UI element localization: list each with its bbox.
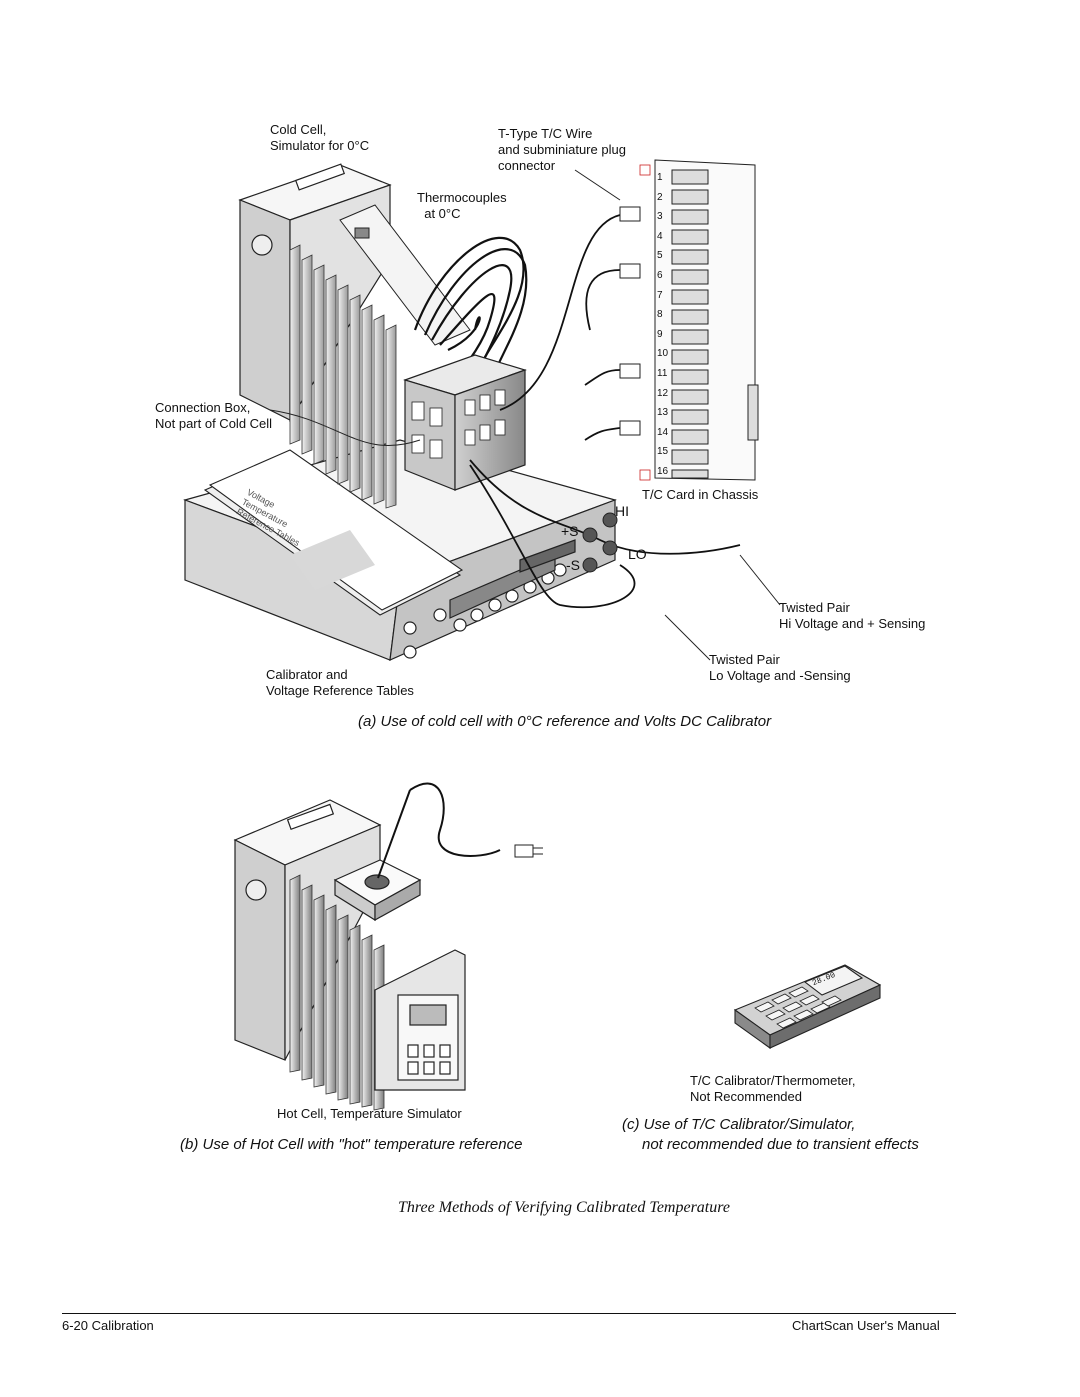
calibrator-display: 28.00: [811, 970, 837, 989]
channel-number: 12: [657, 387, 669, 399]
tc-wire-label: T-Type T/C Wire and subminiature plug co…: [498, 126, 626, 173]
channel-number: 16: [657, 465, 669, 477]
hot-cell-fins: [289, 874, 385, 1111]
figure-title: Three Methods of Verifying Calibrated Te…: [398, 1199, 730, 1216]
footer-right: ChartScan User's Manual: [792, 1318, 940, 1333]
hot-cell-probe: [377, 782, 501, 879]
hot-cell: [233, 799, 382, 1061]
tc-calibrator-label: T/C Calibrator/Thermometer, Not Recommen…: [690, 1073, 856, 1104]
twisted-pair-lo-label: Twisted Pair Lo Voltage and -Sensing: [709, 652, 851, 683]
cold-cell-fins: [289, 244, 397, 509]
channel-number: 11: [657, 367, 668, 379]
figure-c-caption-line1: (c) Use of T/C Calibrator/Simulator,: [622, 1116, 856, 1133]
channel-number: 1: [657, 172, 663, 183]
channel-number: 15: [657, 446, 669, 458]
channel-number: 2: [657, 191, 663, 203]
reference-tables-book: [203, 449, 464, 616]
figure-b-caption: (b) Use of Hot Cell with "hot" temperatu…: [180, 1136, 523, 1153]
calibrator-label: Calibrator and Voltage Reference Tables: [266, 667, 414, 698]
footer-rule: [62, 1313, 956, 1314]
tc-card-label: T/C Card in Chassis: [642, 487, 759, 502]
card-wires: [469, 214, 741, 609]
channel-number: 14: [657, 426, 669, 438]
leader-lines: [269, 169, 781, 661]
card-connectors: [619, 206, 641, 436]
thermocouples-label: Thermocouples at 0°C: [417, 190, 507, 221]
channel-number: 5: [657, 250, 663, 262]
hot-cell-label: Hot Cell, Temperature Simulator: [277, 1106, 462, 1121]
handheld-calibrator: [733, 964, 882, 1050]
lo-terminal-label: LO: [628, 546, 647, 562]
footer-left: 6-20 Calibration: [62, 1318, 154, 1333]
hot-cell-controller: [374, 949, 466, 1091]
hi-terminal-label: HI: [615, 503, 629, 519]
tc-card-channel-numbers: 1 2 3 4 5 6 7 8 9 10 11 12 13 14 15 16: [657, 168, 671, 482]
hot-cell-block: [333, 859, 422, 922]
hot-cell-plug: [514, 844, 543, 858]
plus-sense-label: +S: [561, 523, 579, 539]
tc-card: [639, 159, 759, 481]
twisted-pair-hi-label: Twisted Pair Hi Voltage and + Sensing: [779, 600, 926, 631]
terminal-posts: [582, 512, 618, 573]
figure-c-caption-line2: not recommended due to transient effects: [642, 1136, 919, 1153]
figure-a-caption: (a) Use of cold cell with 0°C reference …: [358, 713, 772, 730]
connection-box-label: Connection Box, Not part of Cold Cell: [155, 400, 273, 431]
channel-number: 3: [657, 211, 663, 223]
channel-number: 10: [657, 348, 669, 360]
channel-number: 13: [657, 407, 669, 419]
minus-sense-label: -S: [566, 557, 580, 573]
channel-number: 9: [657, 328, 663, 340]
connection-box: [403, 354, 527, 491]
channel-number: 7: [657, 289, 663, 301]
channel-number: 4: [657, 230, 663, 242]
channel-number: 6: [657, 269, 663, 281]
channel-number: 8: [657, 309, 663, 321]
cold-cell-label: Cold Cell, Simulator for 0°C: [270, 122, 370, 153]
figure-a-illustration: [183, 159, 781, 661]
